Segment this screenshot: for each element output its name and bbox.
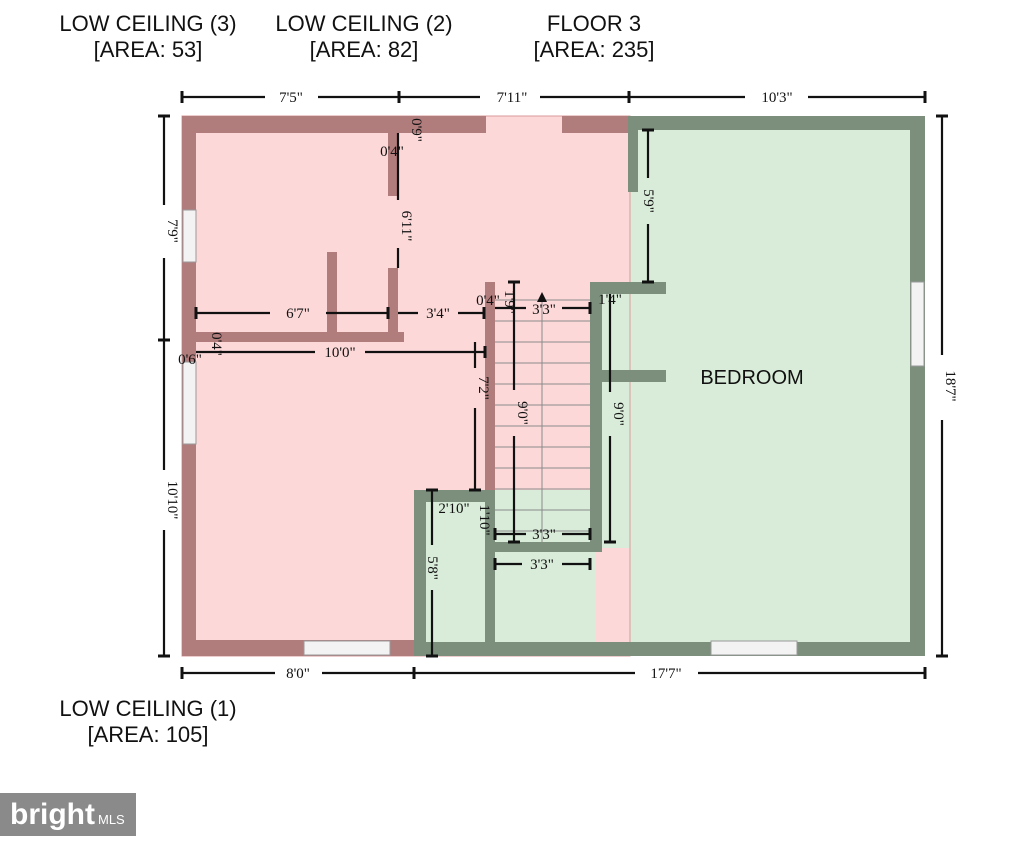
wall-bedroom-top (630, 116, 925, 130)
wall-closet-right (485, 490, 495, 642)
dim-wall-0-9: 0'9" (408, 118, 424, 142)
window-right (910, 281, 925, 367)
wall-closet-left (414, 490, 426, 656)
wall-bedroom-notch (590, 282, 666, 294)
dim-interior (194, 128, 654, 658)
dim-closet-5-8: 5'8" (424, 556, 440, 580)
low-ceiling-3-title: LOW CEILING (3) (59, 11, 236, 36)
low-ceiling-1-area: [AREA: 105] (87, 722, 208, 747)
dim-bottom-right: 17'7" (650, 666, 681, 682)
bedroom-label: BEDROOM (700, 367, 803, 389)
dim-right-total: 18'7" (942, 370, 958, 401)
dim-wall-0-4-c: 0'4" (208, 332, 224, 356)
wall-bedroom-right (910, 116, 925, 656)
brand-sub: MLS (97, 812, 125, 827)
staircase (495, 292, 590, 542)
wall-closet-top (414, 490, 494, 502)
closet-lower (496, 550, 596, 656)
window-left-upper (182, 209, 197, 263)
dim-stair-3-3-top: 3'3" (532, 302, 556, 318)
dim-closet-3-3: 3'3" (530, 557, 554, 573)
dim-bottom-left: 8'0" (286, 666, 310, 682)
window-bottom-left (303, 640, 391, 656)
brand-name: bright (10, 798, 95, 831)
dim-inner-3-4: 3'4" (426, 306, 450, 322)
dim-top-right: 10'3" (761, 90, 792, 106)
dim-bottom (180, 667, 927, 679)
low-ceiling-3-area: [AREA: 53] (94, 37, 203, 62)
dim-top (180, 91, 927, 103)
window-left-lower (182, 361, 197, 445)
wall-stair-right (590, 282, 602, 552)
wall-bedroom-bottom (414, 642, 925, 656)
dim-inner-10-0: 10'0" (324, 345, 355, 361)
dim-wall-0-6: 0'6" (178, 352, 202, 368)
dim-right (936, 114, 948, 658)
dim-stair-9-0: 9'0" (514, 401, 530, 425)
wall-stair-bottom (494, 542, 602, 552)
low-ceiling-1-title: LOW CEILING (1) (59, 696, 236, 721)
wall-bedroom-left-top (628, 116, 638, 192)
dim-closet-2-10: 2'10" (438, 501, 469, 517)
wall-mid-horizontal (182, 332, 404, 342)
dim-left-upper: 7'9" (164, 219, 180, 243)
dim-top-left: 7'5" (279, 90, 303, 106)
dim-inner-5-9: 5'9" (640, 189, 656, 213)
dim-left (158, 114, 170, 658)
low-ceiling-2-area: [AREA: 82] (310, 37, 419, 62)
dim-closet-1-10: 1'10" (476, 504, 492, 535)
low-ceiling-2-title: LOW CEILING (2) (275, 11, 452, 36)
wall-bedroom-stub (600, 370, 666, 382)
dim-left-lower: 10'10" (164, 481, 180, 520)
dim-inner-6-7: 6'7" (286, 306, 310, 322)
window-bottom-right (710, 640, 798, 656)
wall-inner-1 (388, 130, 398, 196)
bedroom-region (630, 116, 925, 656)
floor-3-title: FLOOR 3 (547, 11, 641, 36)
dim-inner-7-2: 7'2" (475, 376, 491, 400)
dim-wall-0-4-a: 0'4" (380, 144, 404, 160)
dim-top-mid: 7'11" (497, 90, 528, 106)
floor-3-area: [AREA: 235] (533, 37, 654, 62)
dim-inner-1-9: 1'9" (501, 290, 517, 314)
dim-stair-3-3-bottom: 3'3" (532, 527, 556, 543)
dim-bed-9-0: 9'0" (610, 402, 626, 426)
wall-stair-left (485, 282, 495, 492)
dim-inner-0-4-b: 0'4" (476, 293, 500, 309)
wall-inner-3 (327, 252, 337, 340)
dim-inner-1-4: 1'4" (598, 292, 622, 308)
wall-inner-2 (388, 268, 398, 342)
wall-top-right (562, 116, 630, 133)
dim-inner-6-11: 6'11" (398, 211, 414, 242)
wall-top-left (182, 116, 486, 133)
